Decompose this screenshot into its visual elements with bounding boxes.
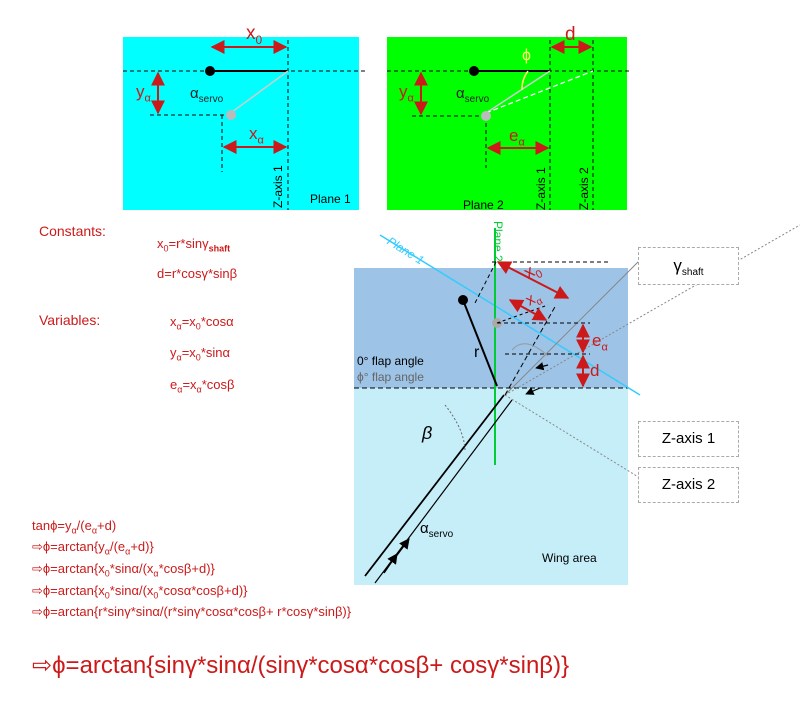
plane1-y-alpha-label: yα (136, 82, 151, 105)
plane2-e-alpha-label: eα (509, 126, 525, 149)
final-formula: ⇨ϕ=arctan{sinγ*sinα/(sinγ*cosα*cosβ+ cos… (32, 652, 570, 679)
servo-rod (364, 394, 505, 577)
plane2-y-alpha-label: yα (399, 82, 414, 105)
z-axis2-box: Z-axis 2 (638, 467, 739, 503)
derivation-line-4: ⇨ϕ=arctan{x0*sinα/(x0*cosα*cosβ+d)} (32, 583, 248, 601)
plane1-background (123, 37, 359, 210)
beta-label: β (422, 423, 433, 443)
plane2-zaxis1-label: Z-axis 1 (534, 167, 548, 210)
plane2-background (387, 37, 627, 210)
flap-phi-label: ϕ° flap angle (357, 370, 424, 384)
z-axis2-trace (504, 394, 641, 479)
plane2-phi-label: ϕ (522, 47, 531, 64)
constants-heading: Constants: (39, 223, 106, 239)
wing-e-alpha-label: eα (592, 331, 608, 354)
constant-d: d=r*cosγ*sinβ (157, 266, 238, 281)
wing-plane2-label: Plane 2 (491, 221, 505, 262)
servo-arm (462, 299, 498, 387)
wing-r-label: r (474, 344, 480, 361)
variable-e-alpha: eα=xα*cosβ (170, 377, 235, 395)
r-rotation-arc (511, 343, 549, 357)
plane2-alpha-servo-label: αservo (456, 85, 490, 105)
gamma-shaft-box: γshaft (638, 247, 739, 285)
plane2-d-label: d (565, 24, 576, 45)
derivation-line-5: ⇨ϕ=arctan{r*sinγ*sinα/(r*sinγ*cosα*cosβ+… (32, 604, 352, 619)
plane1-zaxis1-label: Z-axis 1 (271, 165, 285, 208)
plane1-servo-point (226, 110, 236, 120)
rotation-arrow-2 (525, 387, 541, 395)
derivation-line-3: ⇨ϕ=arctan{x0*sinα/(xα*cosβ+d)} (32, 561, 215, 579)
wing-x-alpha-arrow (508, 299, 548, 321)
wing-alpha-servo-label: αservo (420, 520, 454, 540)
beta-arc (444, 404, 466, 453)
plane2-phi-arc (521, 70, 529, 91)
rotation-arrow-1 (535, 362, 549, 371)
plane1-pivot-point (205, 66, 215, 76)
wing-d-label: d (590, 361, 600, 380)
variable-y-alpha: yα=x0*sinα (170, 345, 231, 363)
z-axis1-box: Z-axis 1 (638, 421, 739, 457)
derivation-line-1: tanϕ=yα/(eα+d) (32, 518, 117, 536)
plane1-x-alpha-label: xα (249, 124, 264, 147)
wing-section (354, 224, 800, 585)
plane2-zaxis2-label: Z-axis 2 (577, 167, 591, 210)
constant-x0: x0=r*sinγshaft (157, 236, 231, 254)
plane2-servo-point (481, 111, 491, 121)
variables-heading: Variables: (39, 312, 101, 328)
plane2-name-label: Plane 2 (463, 198, 504, 212)
wing-x0-arrow (496, 261, 570, 299)
plane1-alpha-servo-label: αservo (190, 85, 224, 105)
plane2-pivot-point (469, 66, 479, 76)
plane2-panel (387, 37, 632, 210)
flap-zero-label: 0° flap angle (357, 354, 424, 368)
plane1-x0-label: x0 (246, 23, 263, 47)
plane1-panel (123, 37, 365, 210)
variable-x-alpha: xα=x0*cosα (170, 314, 234, 332)
z-axis1-trace (504, 224, 800, 396)
plane1-name-label: Plane 1 (310, 192, 351, 206)
derivation-line-2: ⇨ϕ=arctan{yα/(eα+d)} (32, 539, 154, 557)
wing-area-label: Wing area (542, 551, 597, 565)
servo-arm-pivot (458, 295, 468, 305)
